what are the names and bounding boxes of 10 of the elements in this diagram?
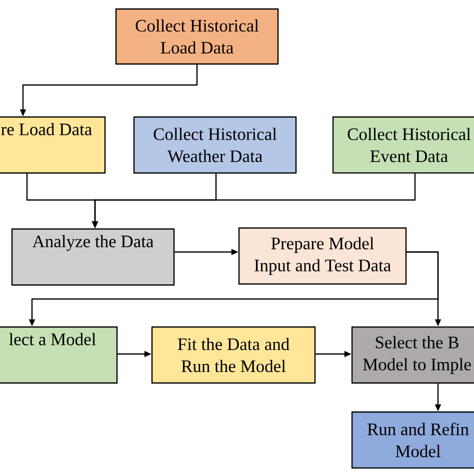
process-box: Select the B Model to Imple (351, 326, 474, 384)
process-box: Fit the Data and Run the Model (151, 326, 316, 384)
process-box: Run and Refin Model (351, 411, 474, 469)
process-box: Analyze the Data (11, 228, 175, 286)
process-box: Collect Historical Event Data (332, 116, 474, 174)
process-box: Collect Historical Load Data (115, 8, 279, 65)
process-box: re Load Data (0, 116, 106, 174)
process-box: lect a Model (0, 326, 118, 384)
process-box: Prepare Model Input and Test Data (238, 227, 407, 285)
process-box: Collect Historical Weather Data (133, 116, 297, 174)
